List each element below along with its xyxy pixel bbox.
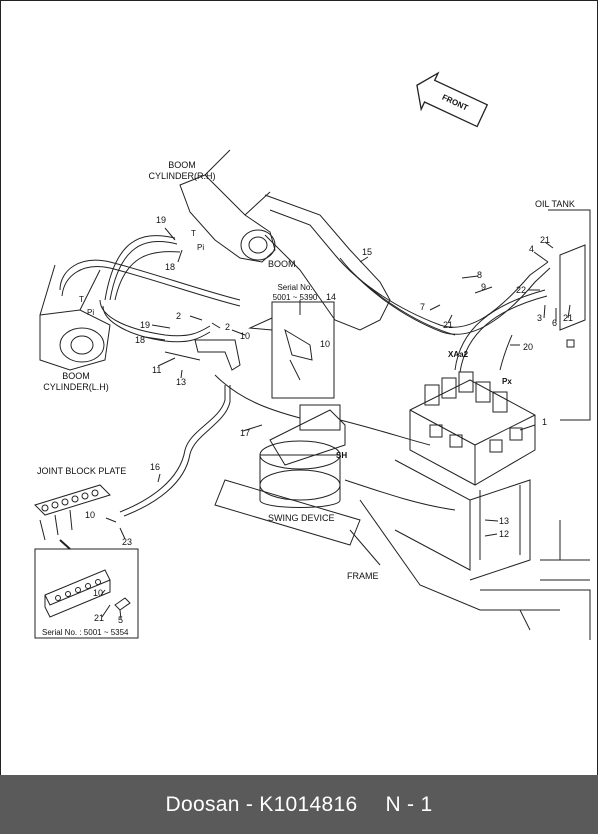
oil-tank-label: OIL TANK	[535, 199, 575, 209]
boom-cylinder-rh-label-line2: CYLINDER(R.H)	[148, 171, 216, 181]
hose-16	[119, 385, 226, 513]
port-sh-label: SH	[336, 451, 348, 460]
footer-page-ref: N - 1	[385, 792, 433, 816]
boom-label: BOOM	[268, 259, 296, 269]
callout-18: 18	[165, 262, 176, 272]
joint-block-plate-drawing	[34, 484, 111, 541]
boom-cylinder-rh-label-line1: BOOM	[168, 160, 196, 170]
callout-7: 7	[420, 302, 426, 312]
frame-drawing	[349, 459, 591, 640]
swing-device-label: SWING DEVICE	[268, 513, 335, 523]
callout-19: 19	[156, 215, 167, 225]
port-t-lower-label: T	[79, 295, 84, 304]
callout-16: 16	[150, 462, 161, 472]
callout-20: 20	[523, 342, 534, 352]
boom-cylinder-rh	[179, 174, 276, 263]
boom-cylinder-lh-label-line1: BOOM	[62, 371, 90, 381]
oil-tank-outline	[548, 209, 591, 421]
main-control-valve-drawing	[409, 371, 536, 486]
hose-17	[214, 374, 301, 419]
joint-block-plate-label: JOINT BLOCK PLATE	[37, 466, 127, 476]
port-t-upper-label: T	[191, 229, 196, 238]
boom-structure	[264, 194, 391, 331]
callout-23: 23	[122, 537, 133, 547]
callout-18: 18	[135, 335, 146, 345]
serial-range-a-label: 5001 ~ 5390	[272, 293, 318, 302]
callout-21: 21	[443, 320, 454, 330]
callout-9: 9	[481, 282, 487, 292]
serial-range-b-label: Serial No. : 5001 ~ 5354	[42, 628, 129, 637]
front-arrow	[416, 71, 489, 128]
callout-8: 8	[477, 270, 483, 280]
footer-brand-part: Doosan - K1014816	[165, 792, 358, 816]
diagram-frame	[0, 0, 598, 776]
callout-2: 2	[176, 311, 182, 321]
callout-10: 10	[85, 510, 96, 520]
hose-18a	[114, 251, 181, 301]
callout-10: 10	[320, 339, 331, 349]
callout-11: 11	[152, 365, 162, 375]
callout-21: 21	[94, 613, 105, 623]
callout-15: 15	[362, 247, 373, 257]
callout-3: 3	[537, 313, 543, 323]
boom-cylinder-lh-label-line2: CYLINDER(L.H)	[43, 382, 109, 392]
callout-19: 19	[140, 320, 151, 330]
callout-10: 10	[93, 588, 104, 598]
hose-20	[454, 289, 546, 371]
port-px-label: Px	[502, 377, 512, 386]
footer-bar: Doosan - K1014816 N - 1	[0, 775, 598, 834]
callout-17: 17	[240, 428, 251, 438]
port-xaa2-label: XAa2	[448, 350, 469, 359]
callout-13: 13	[499, 516, 510, 526]
callout-14: 14	[326, 292, 337, 302]
bracket-plate	[194, 339, 241, 371]
callout-1: 1	[542, 417, 548, 427]
port-pi-lower-label: Pi	[87, 308, 95, 317]
callout-6: 6	[552, 318, 558, 328]
hydraulic-line-drawing	[34, 71, 591, 640]
callout-13: 13	[176, 377, 187, 387]
hose-left-long	[59, 259, 241, 301]
callout-10: 10	[240, 331, 251, 341]
callout-21: 21	[563, 313, 574, 323]
joint-block-inset-box	[34, 548, 139, 639]
joint-block-inset-drawing	[44, 569, 131, 618]
callout-5: 5	[118, 615, 124, 625]
callout-21: 21	[540, 235, 551, 245]
port-pi-upper-label: Pi	[197, 243, 205, 252]
serial-detail-box	[271, 301, 335, 399]
callout-4: 4	[529, 244, 535, 254]
frame-label: FRAME	[347, 571, 379, 581]
swing-device-drawing	[259, 404, 346, 508]
callout-2: 2	[225, 322, 231, 332]
callout-12: 12	[499, 529, 510, 539]
serial-no-label: Serial No.	[277, 283, 313, 292]
callout-22: 22	[516, 285, 527, 295]
hose-19a	[104, 235, 176, 301]
